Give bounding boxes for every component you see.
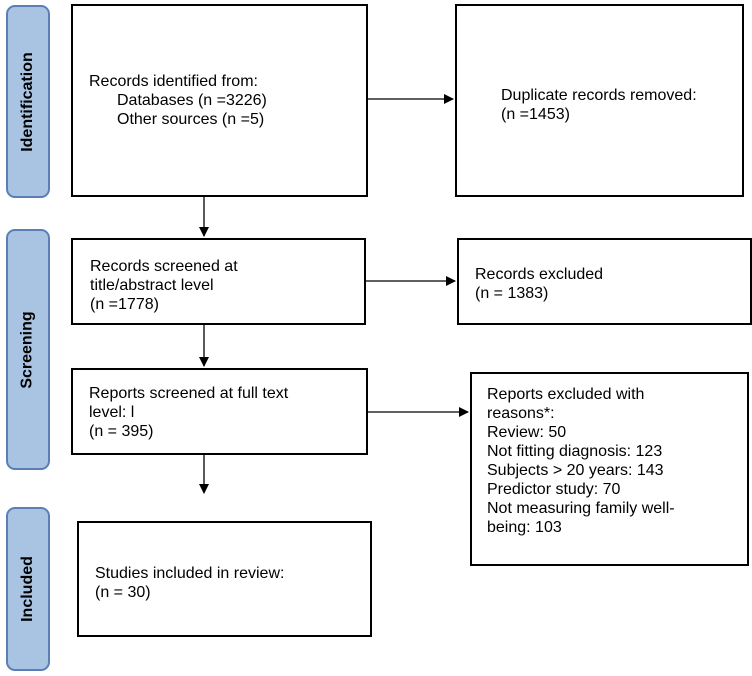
reports-excluded-line1: Reports excluded with xyxy=(487,386,645,403)
reports-excluded-box: Reports excluded with reasons*: Review: … xyxy=(470,372,749,566)
records-excluded-box: Records excluded (n = 1383) xyxy=(457,238,752,325)
reason-review: Review: 50 xyxy=(487,424,567,441)
reason-wellbeing-line2: being: 103 xyxy=(487,519,562,536)
records-screened-line1: Records screened at xyxy=(90,258,238,275)
phase-screening: Screening xyxy=(6,229,50,470)
records-screened-line2: title/abstract level xyxy=(90,277,214,294)
reason-diagnosis: Not fitting diagnosis: 123 xyxy=(487,443,663,460)
duplicates-removed-count: (n =1453) xyxy=(501,106,570,123)
records-identified-title: Records identified from: xyxy=(89,73,258,90)
records-screened-box: Records screened at title/abstract level… xyxy=(71,238,366,325)
studies-included-box: Studies included in review: (n = 30) xyxy=(77,521,372,637)
records-other-sources: Other sources (n =5) xyxy=(117,111,265,128)
studies-included-count: (n = 30) xyxy=(95,584,151,601)
records-excluded-count: (n = 1383) xyxy=(475,285,549,302)
records-identified-box: Records identified from: Databases (n =3… xyxy=(71,4,368,197)
reports-excluded-line2: reasons*: xyxy=(487,405,555,422)
studies-included-text: Studies included in review: xyxy=(95,565,285,582)
duplicates-removed-text: Duplicate records removed: xyxy=(501,87,697,104)
reports-screened-line1: Reports screened at full text xyxy=(89,385,289,402)
phase-included: Included xyxy=(6,507,50,671)
reason-age: Subjects > 20 years: 143 xyxy=(487,462,664,479)
records-screened-count: (n =1778) xyxy=(90,296,159,313)
records-databases: Databases (n =3226) xyxy=(117,92,267,109)
reason-wellbeing-line1: Not measuring family well- xyxy=(487,500,675,517)
reports-screened-box: Reports screened at full text level: l (… xyxy=(71,368,368,455)
reports-screened-count: (n = 395) xyxy=(89,423,154,440)
reason-predictor: Predictor study: 70 xyxy=(487,481,621,498)
phase-identification: Identification xyxy=(6,5,50,198)
records-excluded-text: Records excluded xyxy=(475,266,604,283)
duplicates-removed-box: Duplicate records removed: (n =1453) xyxy=(455,4,744,197)
reports-screened-line2: level: l xyxy=(89,404,135,421)
